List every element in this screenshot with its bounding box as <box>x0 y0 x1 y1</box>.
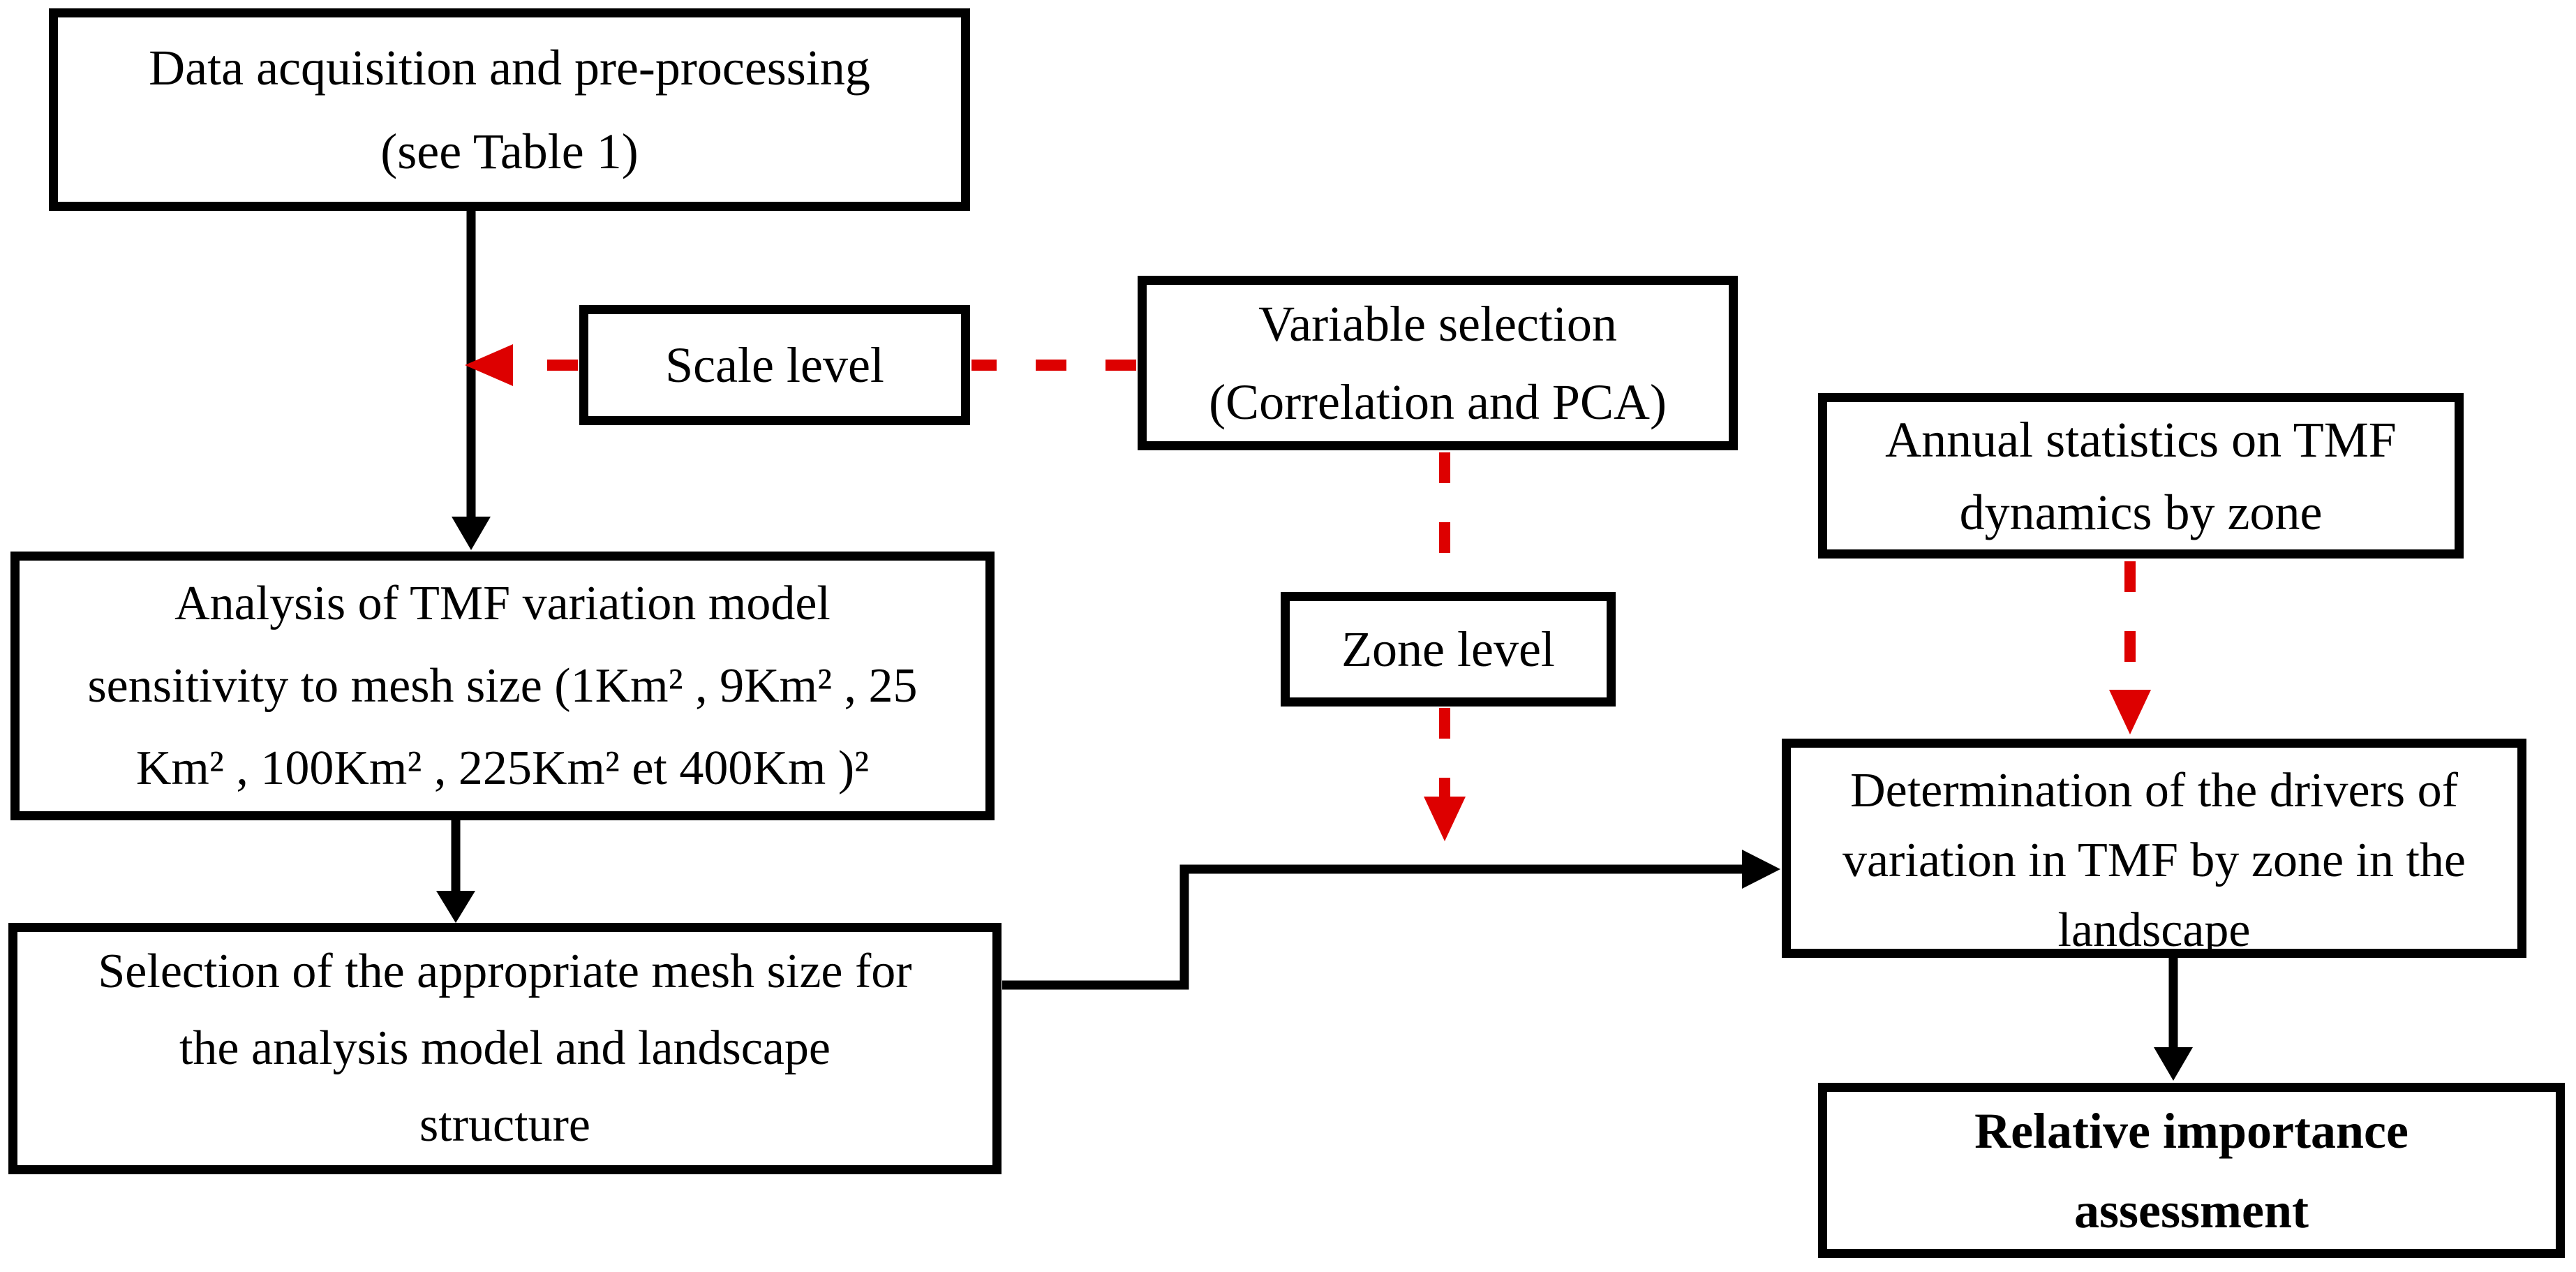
node-text-line: Determination of the drivers of <box>1850 764 2458 818</box>
node-text-line: assessment <box>2074 1182 2309 1238</box>
node-text-line: Data acquisition and pre-processing <box>149 40 870 96</box>
node-text-line: structure <box>419 1098 590 1152</box>
node-text-line: landscape <box>2057 903 2251 957</box>
node-relative-importance: Relative importance assessment <box>1818 1083 2565 1258</box>
node-text-line: variation in TMF by zone in the <box>1842 834 2466 887</box>
node-text-line: (see Table 1) <box>380 124 639 179</box>
node-mesh-selection: Selection of the appropriate mesh size f… <box>8 923 1002 1174</box>
arrow-determination-to-relative <box>2154 956 2193 1081</box>
node-text-line: dynamics by zone <box>1959 484 2323 540</box>
node-text-line: (Correlation and PCA) <box>1209 374 1667 430</box>
node-text-line: Selection of the appropriate mesh size f… <box>98 945 912 998</box>
node-text-line: the analysis model and landscape <box>179 1021 831 1075</box>
node-zone-level: Zone level <box>1281 592 1616 707</box>
node-text-line: Relative importance <box>1974 1102 2409 1159</box>
node-annual-statistics: Annual statistics on TMF dynamics by zon… <box>1818 393 2464 559</box>
node-text-line: Km² , 100Km² , 225Km² et 400Km )² <box>135 741 870 795</box>
node-data-acquisition: Data acquisition and pre-processing (see… <box>49 8 970 211</box>
node-text-line: Analysis of TMF variation model <box>174 576 831 630</box>
node-scale-level: Scale level <box>579 305 970 425</box>
node-text-line: Annual statistics on TMF <box>1885 411 2397 468</box>
node-text-line: Scale level <box>665 337 884 393</box>
arrow-data-to-analysis <box>452 209 491 550</box>
node-analysis-sensitivity: Analysis of TMF variation model sensitiv… <box>10 552 995 820</box>
arrow-scale-to-flowline <box>465 344 578 386</box>
arrow-analysis-to-selection <box>436 819 475 923</box>
arrow-annual-to-determination <box>2109 561 2151 734</box>
arrow-zone-to-flowline <box>1424 708 1466 841</box>
node-text-line: Variable selection <box>1258 296 1617 352</box>
node-text-line: sensitivity to mesh size (1Km² , 9Km² , … <box>87 658 918 713</box>
arrow-selection-to-determination <box>1002 850 1780 990</box>
node-text-line: Zone level <box>1341 621 1555 677</box>
node-variable-selection: Variable selection (Correlation and PCA) <box>1138 276 1738 450</box>
node-drivers-determination: Determination of the drivers of variatio… <box>1782 739 2526 958</box>
